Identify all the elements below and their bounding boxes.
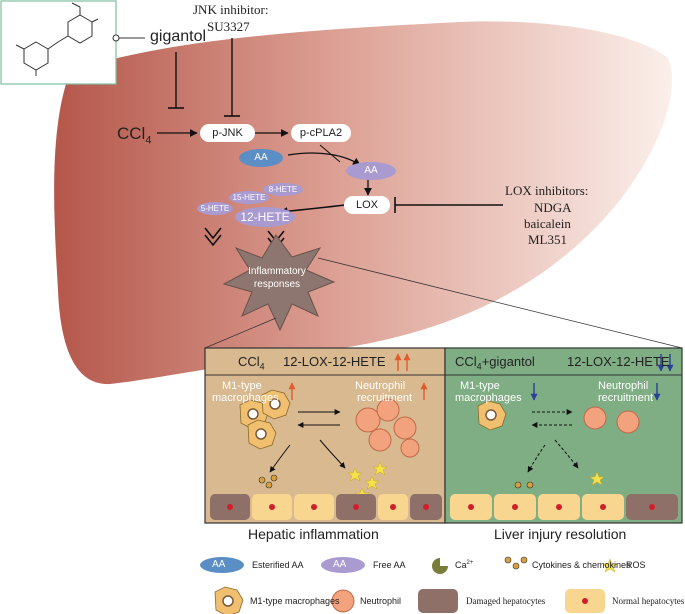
legend-m1-label: M1-type macrophages: [250, 596, 340, 606]
right-neutrophil-label-2: recruitment: [598, 392, 654, 404]
legend-normal-label: Normal hepatocytes: [612, 596, 685, 606]
pjnk-node: p-JNK: [200, 124, 255, 142]
legend-neutrophil-icon: [331, 589, 355, 613]
structure-box: [0, 0, 117, 85]
right-hepatocytes: [450, 494, 678, 520]
right-neutrophils: [583, 406, 640, 434]
inflammation-burst: [222, 234, 336, 332]
left-curve-arrow-2: [319, 439, 346, 469]
left-macrophages: [239, 389, 291, 450]
right-macrophage: [477, 400, 507, 431]
right-panel-caption: Liver injury resolution: [494, 526, 627, 542]
legend-macrophage-icon: [214, 586, 244, 614]
right-m1-label-2: macrophages: [455, 392, 522, 404]
legend-normal-nucleus: [582, 598, 588, 604]
jnk-inhibitor-title: JNK inhibitor:: [193, 2, 269, 17]
lox-node: LOX: [344, 196, 390, 214]
left-hepatocytes: [210, 494, 442, 520]
jnk-inhibitor-name: SU3327: [207, 19, 250, 34]
lox-inhibitor-title: LOX inhibitors:: [505, 183, 589, 198]
right-m1-label-1: M1-type: [460, 380, 500, 392]
aa-release-arrow: [287, 152, 361, 166]
left-cytokines: [258, 474, 278, 489]
hete-8-node: 8-HETE: [263, 183, 303, 196]
legend-ca-label: Ca2+: [455, 560, 474, 570]
double-arrow-left: [204, 227, 222, 247]
legend-free-aa: AA: [333, 559, 347, 570]
zoom-line-left: [204, 317, 277, 349]
right-panel-title: CCl4+gigantol: [455, 354, 535, 372]
inflammation-label-2: responses: [253, 279, 301, 290]
left-panel-caption: Hepatic inflammation: [248, 526, 379, 542]
right-panel-bg: [444, 347, 683, 524]
lox-inhibitor-3: ML351: [528, 232, 567, 247]
pcpla2-node: p-cPLA2: [291, 124, 351, 142]
right-panel-axis: 12-LOX-12-HETE: [567, 354, 670, 369]
gigantol-label: gigantol: [150, 28, 207, 45]
structure-connector-dot: [112, 34, 120, 42]
legend-damaged-label: Damaged hepatocytes: [466, 596, 546, 606]
legend-damaged-icon: [418, 589, 458, 613]
left-m1-label-1: M1-type: [222, 380, 262, 392]
legend-free-icon: [321, 557, 365, 573]
right-cytokines: [514, 481, 534, 489]
lox-inhibitor-1: NDGA: [534, 200, 572, 215]
legend-free-label: Free AA: [373, 560, 406, 570]
legend-cytokines-label: Cytokines & chemokines: [532, 560, 631, 570]
hete-12-node: 12-HETE: [235, 207, 295, 227]
lox-inhibitor-2: baicalein: [524, 216, 571, 231]
legend-ros-label: ROS: [626, 560, 646, 570]
inflammation-label-1: Inflammatory: [248, 266, 306, 277]
right-ros-star: [589, 471, 605, 486]
left-m1-label-2: macrophages: [212, 392, 279, 404]
ccl4-label: CCl4: [117, 124, 152, 147]
esterified-aa-node: AA: [239, 149, 283, 167]
left-neutrophil-label-2: recruitment: [357, 392, 413, 404]
legend-neutrophil-label: Neutrophil: [360, 596, 402, 606]
right-curve-arrow-2: [554, 439, 579, 469]
left-curve-arrow-1: [269, 444, 291, 473]
legend-cytokine-icon: [504, 556, 528, 570]
hete-5-node: 5-HETE: [197, 202, 233, 215]
legend-esterified-icon: [200, 557, 244, 573]
left-panel-title: CCl4: [238, 354, 265, 372]
legend-ros-icon: [602, 558, 618, 573]
legend-esterified-aa: AA: [212, 559, 226, 570]
cpla2-down-arrow: [319, 144, 341, 163]
legend-ca-icon: [432, 558, 448, 574]
free-aa-node: AA: [346, 162, 396, 180]
right-curve-arrow-1: [527, 444, 546, 473]
legend-esterified-label: Esterified AA: [252, 560, 304, 570]
hete-15-node: 15-HETE: [229, 191, 269, 204]
left-neutrophil-label-1: Neutrophil: [355, 380, 406, 392]
gigantol-structure: [15, 2, 99, 76]
right-neutrophil-label-1: Neutrophil: [598, 380, 649, 392]
left-neutrophils: [355, 398, 420, 458]
zoom-line-right: [317, 257, 683, 349]
left-panel-axis: 12-LOX-12-HETE: [283, 354, 386, 369]
